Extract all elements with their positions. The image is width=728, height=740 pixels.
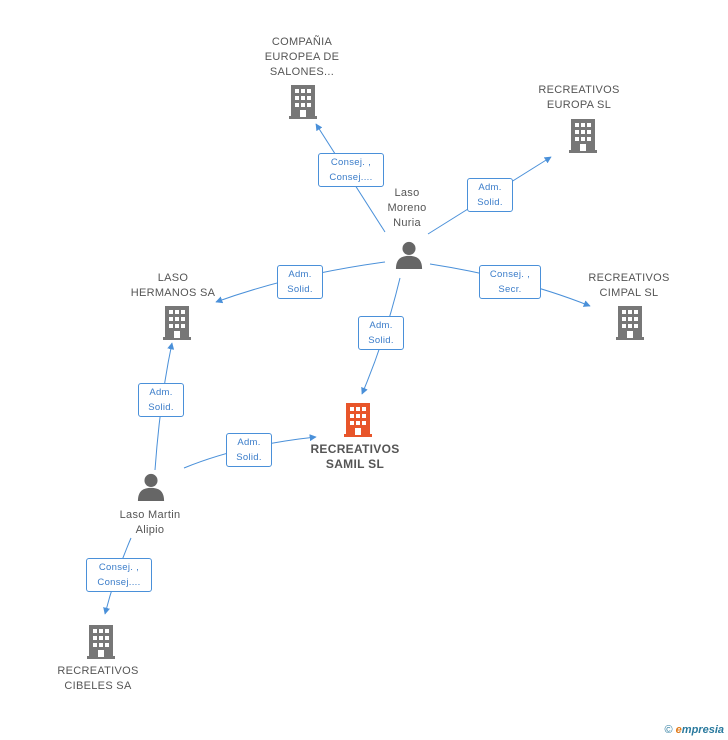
- edge-label-line: Solid.: [148, 402, 174, 413]
- edge-label-line: Adm.: [288, 269, 312, 280]
- edge-label-nuria-samil[interactable]: Adm. Solid.: [358, 316, 404, 350]
- edge-label-line: Solid.: [236, 452, 262, 463]
- company-icon-europa[interactable]: [569, 119, 597, 153]
- label-line: RECREATIVOS: [588, 272, 670, 284]
- label-line: EUROPEA DE: [264, 51, 340, 63]
- label-line: Nuria: [393, 217, 421, 229]
- person-icon-alipio[interactable]: [137, 473, 165, 501]
- label-line: HERMANOS SA: [130, 287, 216, 299]
- edge-label-nuria-cimpal[interactable]: Consej. , Secr.: [479, 265, 541, 299]
- edge-label-nuria-compania[interactable]: Consej. , Consej....: [318, 153, 384, 187]
- edge-label-nuria-hermanos[interactable]: Adm. Solid.: [277, 265, 323, 299]
- label-line: Laso: [394, 187, 420, 199]
- node-label-cimpal[interactable]: RECREATIVOS CIMPAL SL: [570, 271, 688, 301]
- edge-label-line: Consej....: [97, 577, 141, 588]
- edges: [103, 123, 591, 615]
- node-label-alipio[interactable]: Laso Martin Alipio: [98, 508, 202, 538]
- edge-label-line: Secr.: [498, 284, 522, 295]
- label-line: SAMIL SL: [325, 457, 385, 471]
- edge-label-line: Consej. ,: [98, 562, 140, 573]
- node-label-hermanos[interactable]: LASO HERMANOS SA: [114, 271, 232, 301]
- label-line: RECREATIVOS: [310, 442, 400, 456]
- company-icon-compania[interactable]: [289, 85, 317, 119]
- label-line: SALONES...: [269, 66, 335, 78]
- brand-logo: empresia: [676, 724, 724, 736]
- node-label-cibeles[interactable]: RECREATIVOS CIBELES SA: [39, 664, 157, 694]
- label-line: COMPAÑIA: [271, 36, 333, 48]
- edge-label-line: Solid.: [287, 284, 313, 295]
- node-label-europa[interactable]: RECREATIVOS EUROPA SL: [520, 83, 638, 113]
- copyright-symbol: ©: [664, 724, 673, 736]
- edge-label-line: Adm.: [478, 182, 502, 193]
- company-icon-cibeles[interactable]: [87, 625, 115, 659]
- brand-initial: e: [675, 724, 682, 736]
- edge-label-line: Consej. ,: [330, 157, 372, 168]
- node-label-samil[interactable]: RECREATIVOS SAMIL SL: [296, 442, 414, 472]
- label-line: EUROPA SL: [546, 99, 612, 111]
- edge-label-line: Adm.: [149, 387, 173, 398]
- label-line: RECREATIVOS: [57, 665, 139, 677]
- company-main-icon[interactable]: [344, 403, 372, 437]
- edge-label-line: Consej....: [329, 172, 373, 183]
- person-icon-nuria[interactable]: [395, 241, 423, 269]
- edge-label-line: Solid.: [368, 335, 394, 346]
- node-label-nuria[interactable]: Laso Moreno Nuria: [369, 186, 445, 231]
- label-line: Moreno: [387, 202, 427, 214]
- node-label-compania[interactable]: COMPAÑIA EUROPEA DE SALONES...: [243, 35, 361, 80]
- label-line: CIMPAL SL: [599, 287, 659, 299]
- label-line: RECREATIVOS: [538, 84, 620, 96]
- label-line: LASO: [157, 272, 189, 284]
- brand-name: mpresia: [681, 724, 724, 736]
- edge-label-alipio-cibeles[interactable]: Consej. , Consej....: [86, 558, 152, 592]
- edge-label-alipio-samil[interactable]: Adm. Solid.: [226, 433, 272, 467]
- edge-label-line: Adm.: [237, 437, 261, 448]
- label-line: CIBELES SA: [64, 680, 132, 692]
- edge-label-alipio-hermanos[interactable]: Adm. Solid.: [138, 383, 184, 417]
- company-icon-cimpal[interactable]: [616, 306, 644, 340]
- edge-label-nuria-europa[interactable]: Adm. Solid.: [467, 178, 513, 212]
- label-line: Alipio: [135, 524, 165, 536]
- edge-label-line: Consej. ,: [489, 269, 531, 280]
- edge-label-line: Solid.: [477, 197, 503, 208]
- edge-label-line: Adm.: [369, 320, 393, 331]
- company-icon-hermanos[interactable]: [163, 306, 191, 340]
- footer-credit[interactable]: © empresia: [665, 724, 725, 736]
- label-line: Laso Martin: [119, 509, 181, 521]
